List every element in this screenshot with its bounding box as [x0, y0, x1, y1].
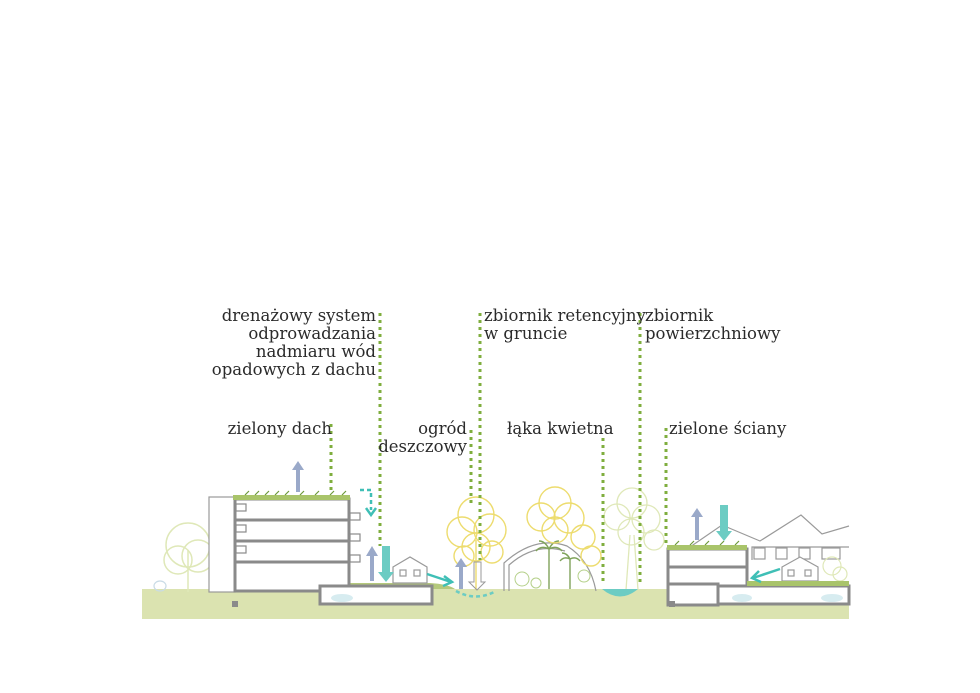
building-left — [208, 496, 361, 607]
tree-icon — [603, 487, 665, 591]
tree-icon — [163, 522, 215, 592]
greenhouse-plants — [514, 569, 591, 589]
green-roof-strip — [667, 545, 747, 550]
house-icon — [781, 556, 819, 582]
label-green-walls: zielone ściany — [669, 419, 787, 438]
label-flower-meadow: łąka kwietna — [507, 419, 614, 438]
tree-icon — [526, 486, 602, 567]
green-roof-strip — [233, 495, 350, 500]
green-wall-strip — [747, 581, 849, 586]
arrow-down-icon — [467, 561, 487, 591]
surface-retention-pond — [602, 589, 638, 597]
greenhouse — [503, 542, 597, 592]
tree-icon — [446, 496, 507, 590]
palm-icon — [535, 540, 581, 589]
shrub — [153, 580, 167, 592]
leader-lines — [329, 313, 668, 586]
label-green-roof: zielony dach — [227, 419, 332, 438]
rain-garden-swale — [455, 589, 497, 598]
label-ground-retention-tank: zbiornik retencyjny w gruncie — [484, 306, 646, 343]
label-surface-retention-tank: zbiornik powierzchniowy — [645, 306, 781, 343]
arrow-down-icon — [378, 505, 732, 582]
tree-icon — [822, 556, 848, 582]
underground-garage-left — [318, 584, 434, 606]
background-buildings — [689, 514, 850, 560]
arrow-up-icon — [292, 461, 703, 589]
house-icon — [392, 556, 428, 584]
label-drainage-system: drenażowy system odprowadzania nadmiaru … — [211, 306, 376, 379]
label-rain-garden: ogród deszczowy — [378, 419, 467, 456]
roof-plants — [674, 540, 740, 546]
flow-arrow-icon — [360, 488, 781, 588]
roof-plants — [244, 490, 347, 496]
